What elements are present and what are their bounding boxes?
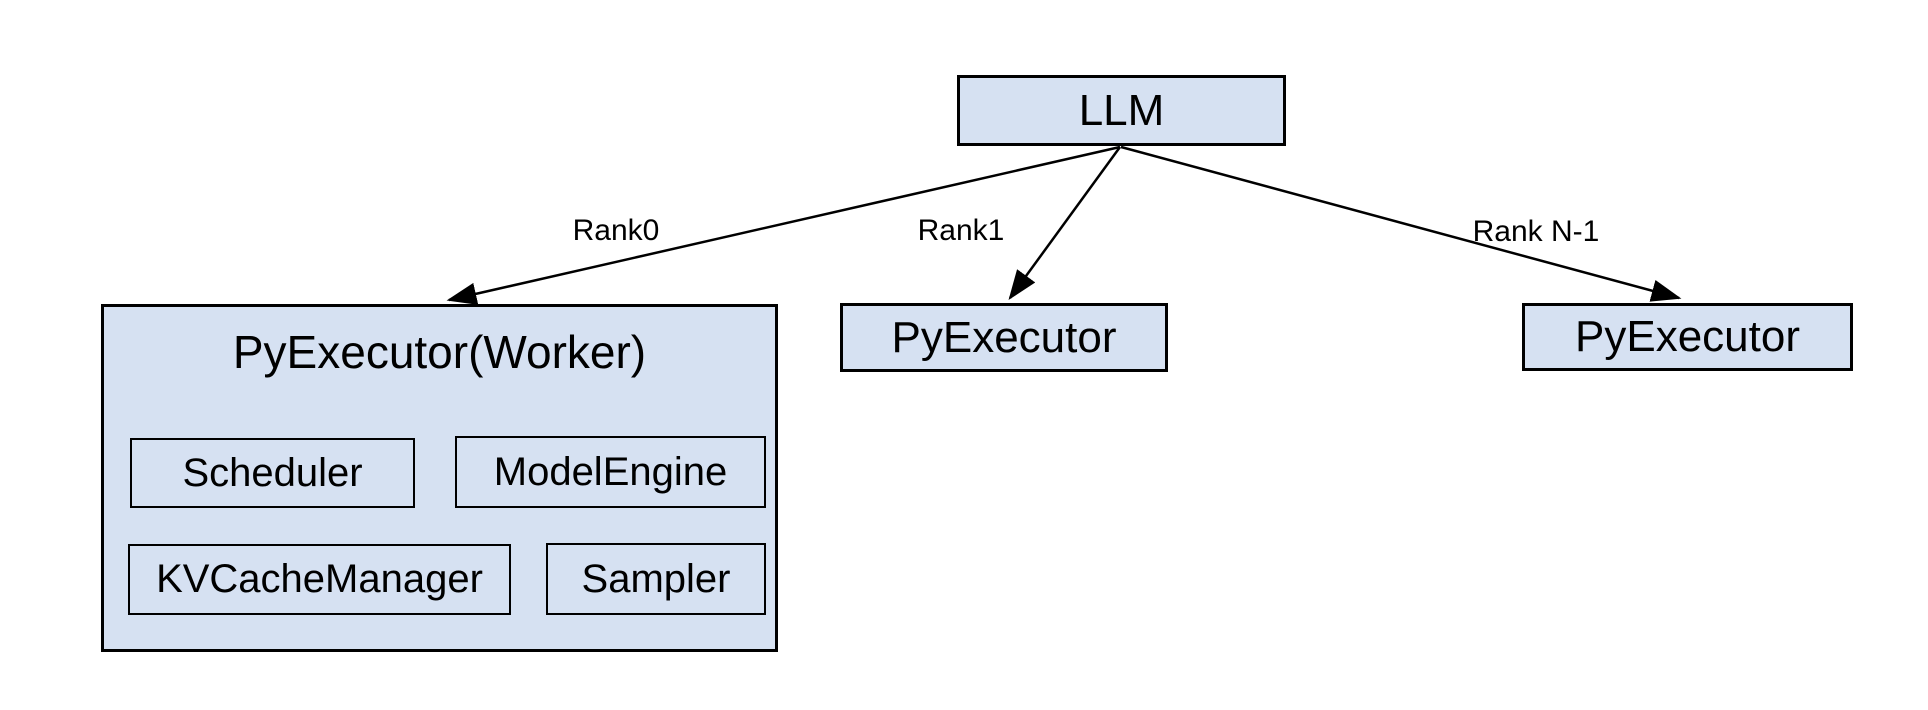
edge-label-rank-n1: Rank N-1: [1472, 215, 1600, 248]
pyexecutor-rank1-node: PyExecutor: [840, 303, 1168, 372]
pyexecutor-worker-label: PyExecutor(Worker): [232, 326, 647, 378]
llm-node: LLM: [957, 75, 1286, 146]
llm-node-label: LLM: [1078, 85, 1165, 135]
edge-label-rank0: Rank0: [572, 214, 660, 247]
edge-rank1-arrow: [1008, 146, 1122, 301]
edge-rank0-arrow: [446, 145, 1121, 305]
sampler-node-label: Sampler: [581, 556, 731, 601]
scheduler-node: Scheduler: [130, 438, 415, 508]
model-engine-node: ModelEngine: [455, 436, 766, 508]
pyexecutor-rank-n1-node-label: PyExecutor: [1575, 312, 1800, 361]
pyexecutor-rank1-node-label: PyExecutor: [891, 312, 1117, 362]
kv-cache-manager-node: KVCacheManager: [128, 544, 511, 615]
sampler-node: Sampler: [546, 543, 766, 615]
kv-cache-manager-node-label: KVCacheManager: [156, 557, 483, 601]
model-engine-node-label: ModelEngine: [493, 449, 728, 494]
pyexecutor-worker-node: PyExecutor(Worker) Scheduler ModelEngine…: [101, 304, 778, 652]
scheduler-node-label: Scheduler: [182, 450, 363, 495]
pyexecutor-rank-n1-node: PyExecutor: [1522, 303, 1853, 371]
edge-label-rank1: Rank1: [917, 214, 1005, 247]
